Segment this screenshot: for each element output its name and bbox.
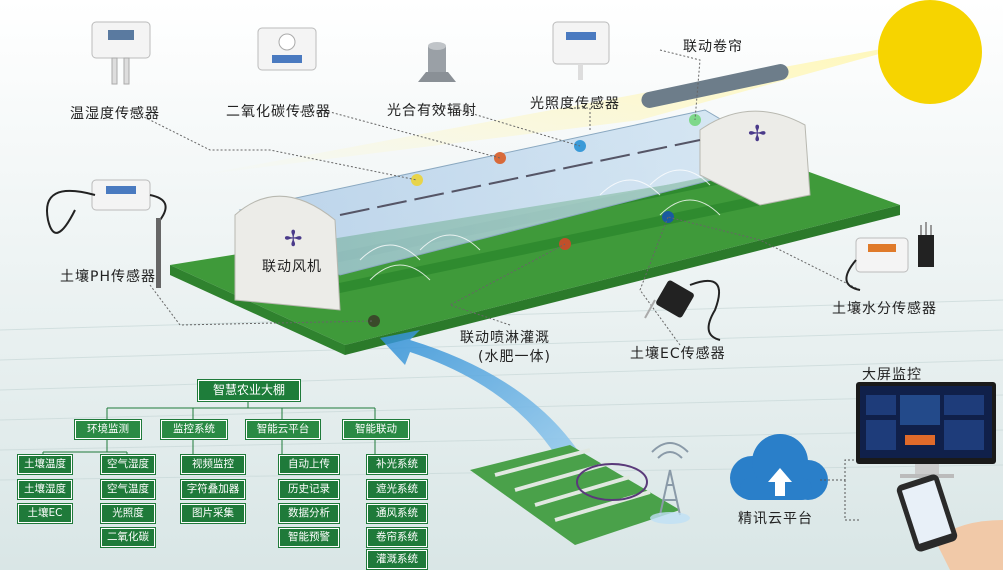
tree-root: 智慧农业大棚 (197, 379, 301, 402)
tree-env2-item: 空气湿度 (100, 454, 156, 475)
tree-cloud-item: 自动上传 (278, 454, 340, 475)
tree-env2-item: 二氧化碳 (100, 527, 156, 548)
label-soil-ec: 土壤EC传感器 (630, 346, 726, 362)
greenhouse-end-right (699, 110, 811, 206)
label-fan: 联动风机 (262, 259, 322, 275)
tree-linkage-item: 补光系统 (366, 454, 428, 475)
cloud-icon (730, 434, 828, 500)
soil-moisture-sensor-device (845, 222, 934, 291)
tree-env1-item: 土壤湿度 (17, 479, 73, 500)
dot-co2 (411, 174, 423, 186)
label-cloud-platform: 精讯云平台 (738, 511, 813, 527)
phone-in-hand (896, 474, 1003, 570)
label-soil-ph: 土壤PH传感器 (60, 269, 156, 285)
tree-tier-linkage: 智能联动 (342, 419, 410, 440)
par-sensor-device (418, 42, 456, 82)
antenna-tower (651, 442, 689, 516)
curtain-roller (641, 64, 789, 108)
tree-env1-item: 土壤温度 (17, 454, 73, 475)
tree-cloud-item: 数据分析 (278, 503, 340, 524)
label-curtain: 联动卷帘 (683, 39, 743, 55)
co2-sensor-device (257, 27, 317, 71)
label-big-screen: 大屏监控 (862, 367, 922, 383)
farm-highlight (576, 463, 648, 501)
tree-env2-item: 光照度 (100, 503, 156, 524)
label-sprinkler-2: (水肥一体) (478, 349, 551, 365)
dot-par (494, 152, 506, 164)
tree-cloud-item: 历史记录 (278, 479, 340, 500)
monitor-screen (856, 382, 996, 478)
tree-tier-monitor: 监控系统 (160, 419, 228, 440)
sun (878, 0, 982, 104)
label-illuminance: 光照度传感器 (530, 96, 620, 112)
tree-linkage-item: 通风系统 (366, 503, 428, 524)
fan-icon-right: ✢ (748, 122, 767, 147)
tree-linkage-item: 卷帘系统 (366, 527, 428, 548)
label-co2: 二氧化碳传感器 (226, 104, 331, 120)
greenhouse-end-left (234, 195, 341, 311)
tree-cloud-item: 智能预警 (278, 527, 340, 548)
illuminance-sensor-device (552, 21, 610, 80)
tree-monitor-item: 视频监控 (180, 454, 246, 475)
tree-tier-cloud: 智能云平台 (245, 419, 321, 440)
tree-env2-item: 空气温度 (100, 479, 156, 500)
tree-monitor-item: 图片采集 (180, 503, 246, 524)
label-soil-moisture: 土壤水分传感器 (832, 301, 937, 317)
tree-monitor-item: 字符叠加器 (180, 479, 246, 500)
tree-lines (42, 398, 376, 455)
dot-ec (662, 211, 674, 223)
tree-tier-env: 环境监测 (74, 419, 142, 440)
tree-env1-item: 土壤EC (17, 503, 73, 524)
tree-linkage-item: 灌溉系统 (366, 549, 428, 570)
fan-icon-left: ✢ (284, 227, 303, 252)
soil-ec-sensor-device (644, 280, 721, 341)
tree-linkage-item: 遮光系统 (366, 479, 428, 500)
soil-ph-sensor-device (46, 179, 167, 288)
label-temp-humidity: 温湿度传感器 (70, 106, 160, 122)
label-par: 光合有效辐射 (387, 103, 477, 119)
temp-humidity-sensor-device (91, 21, 151, 85)
label-sprinkler-1: 联动喷淋灌溉 (460, 330, 550, 346)
